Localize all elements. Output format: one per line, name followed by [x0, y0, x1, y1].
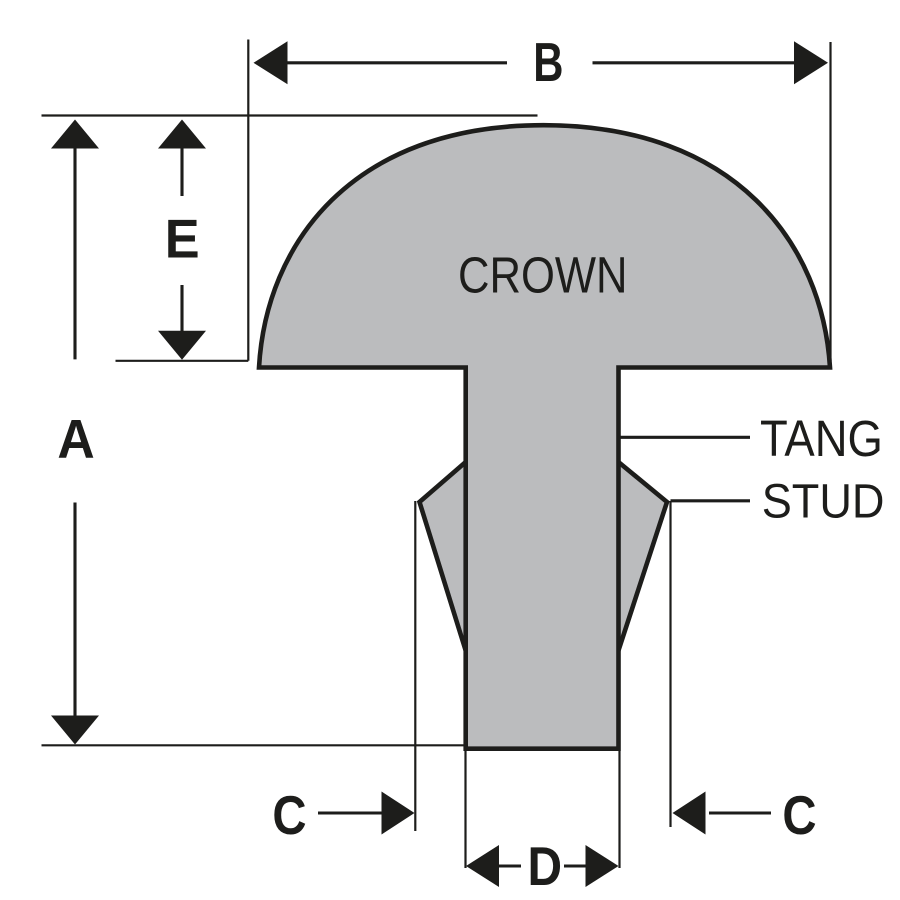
svg-text:STUD: STUD [762, 474, 885, 528]
svg-text:CROWN: CROWN [458, 247, 628, 304]
svg-text:E: E [165, 208, 200, 270]
svg-text:C: C [782, 785, 816, 846]
svg-text:D: D [528, 835, 563, 897]
svg-text:A: A [57, 409, 94, 470]
svg-text:B: B [533, 33, 563, 94]
svg-text:TANG: TANG [760, 410, 883, 467]
svg-text:C: C [272, 785, 306, 846]
